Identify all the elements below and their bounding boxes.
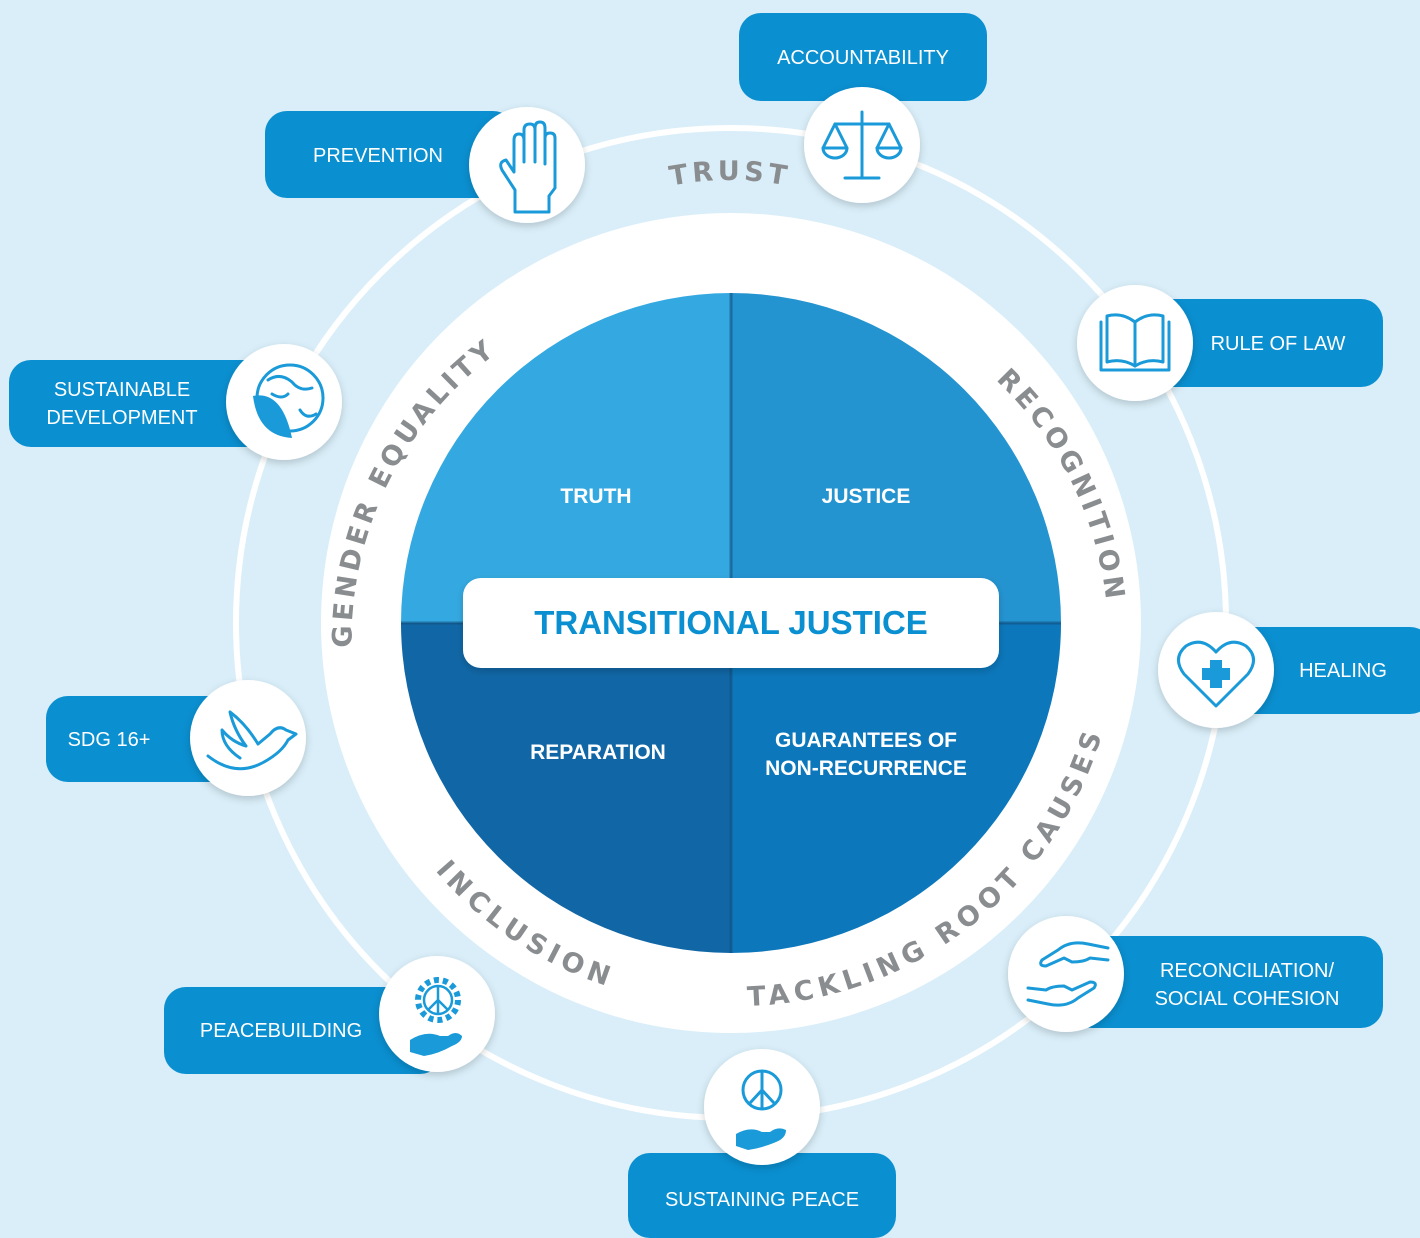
ring-label-trust-path: TRUST	[667, 156, 789, 193]
pillar-sustaining-peace-pill	[628, 1153, 896, 1238]
truth-quadrant	[401, 293, 731, 623]
guarantees-label-line1: GUARANTEES OF	[775, 729, 957, 752]
pillar-peacebuilding: PEACEBUILDING	[164, 956, 495, 1074]
pillar-rule-of-law: RULE OF LAW	[1077, 285, 1383, 401]
pillar-sdg16: SDG 16+	[46, 680, 306, 796]
reparation-quadrant	[401, 623, 731, 953]
pillar-prevention-label: PREVENTION	[313, 145, 443, 167]
peace-gear-hand-icon	[410, 977, 462, 1056]
heart-cross-icon	[1177, 640, 1255, 708]
peace-hand-icon	[736, 1069, 786, 1150]
pillar-sustainable-development-line1: SUSTAINABLE	[54, 379, 190, 401]
pillar-reconciliation-line1: RECONCILIATION/	[1160, 960, 1335, 982]
pillar-reconciliation-pill	[1070, 936, 1383, 1028]
pillar-rule-of-law-pill	[1130, 299, 1383, 387]
open-book-icon	[1099, 313, 1171, 372]
center-title-box	[463, 578, 999, 668]
pillar-sdg16-label: SDG 16+	[68, 729, 151, 751]
reaching-hands-icon	[1026, 941, 1110, 1007]
pillar-accountability-label: ACCOUNTABILITY	[777, 47, 949, 69]
pillar-sustaining-peace: SUSTAINING PEACE	[628, 1049, 896, 1238]
pillar-healing: HEALING	[1158, 612, 1420, 728]
pillar-prevention-pill	[265, 111, 515, 198]
pillar-reconciliation-line2: SOCIAL COHESION	[1155, 988, 1340, 1010]
guarantees-quadrant	[731, 623, 1061, 953]
pillar-sustaining-peace-label: SUSTAINING PEACE	[665, 1189, 859, 1211]
pillar-sustainable-development-badge	[226, 344, 342, 460]
pillar-accountability-pill	[739, 13, 987, 101]
center-title: TRANSITIONAL JUSTICE	[534, 604, 928, 641]
pillar-sustainable-development: SUSTAINABLE DEVELOPMENT	[9, 344, 342, 460]
pillar-reconciliation: RECONCILIATION/ SOCIAL COHESION	[1008, 916, 1383, 1032]
truth-label: TRUTH	[560, 485, 631, 508]
dove-icon	[206, 710, 298, 771]
pillar-prevention: PREVENTION	[265, 107, 585, 223]
pillar-reconciliation-badge	[1008, 916, 1124, 1032]
pillar-sdg16-badge	[190, 680, 306, 796]
globe-leaf-icon	[253, 363, 325, 438]
pillar-accountability: ACCOUNTABILITY	[739, 13, 987, 203]
pillar-peacebuilding-label: PEACEBUILDING	[200, 1020, 362, 1042]
pillar-peacebuilding-pill	[164, 987, 442, 1074]
pillar-sustainable-development-pill	[9, 360, 269, 447]
ring-label-trust: TRUST	[667, 156, 793, 193]
quadrants	[401, 293, 1061, 953]
guarantees-label-line2: NON-RECURRENCE	[765, 757, 967, 780]
reparation-label: REPARATION	[530, 741, 666, 764]
pillar-sustainable-development-line2: DEVELOPMENT	[46, 407, 197, 429]
pillar-healing-label: HEALING	[1299, 660, 1387, 682]
pillar-rule-of-law-label: RULE OF LAW	[1211, 333, 1346, 355]
raised-hand-icon	[499, 120, 557, 214]
justice-quadrant	[731, 293, 1061, 623]
justice-label: JUSTICE	[822, 485, 911, 508]
scales-icon	[821, 110, 903, 180]
